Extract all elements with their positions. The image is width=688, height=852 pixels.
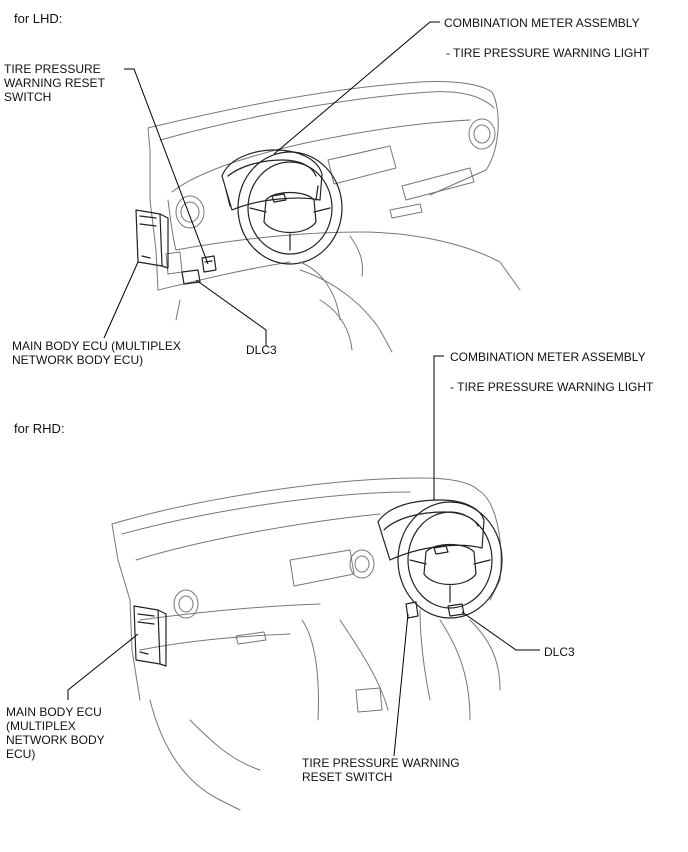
rhd-combination-meter-label: COMBINATION METER ASSEMBLY	[450, 350, 646, 364]
lhd-reset-switch-label-line1: TIRE PRESSURE	[4, 62, 101, 76]
lhd-main-body-ecu-label-line2: NETWORK BODY ECU)	[12, 353, 144, 367]
rhd-warning-light-label: - TIRE PRESSURE WARNING LIGHT	[450, 380, 654, 394]
lhd-main-body-ecu-label-line1: MAIN BODY ECU (MULTIPLEX	[12, 339, 181, 353]
rhd-heading: for RHD:	[14, 421, 65, 436]
rhd-main-body-ecu-label-line3: NETWORK BODY	[6, 733, 105, 747]
lhd-reset-switch-label-line2: WARNING RESET	[4, 76, 105, 90]
lhd-leader-lines	[103, 21, 440, 346]
lhd-heading: for LHD:	[14, 11, 63, 26]
rhd-reset-switch-label-line2: RESET SWITCH	[302, 770, 393, 784]
lhd-combination-meter-label: COMBINATION METER ASSEMBLY	[444, 16, 640, 30]
lhd-warning-light-label: - TIRE PRESSURE WARNING LIGHT	[446, 46, 650, 60]
rhd-dlc3-label: DLC3	[544, 645, 575, 659]
rhd-main-body-ecu-label-line2: (MULTIPLEX	[6, 719, 76, 733]
lhd-dashboard-drawing	[135, 81, 521, 353]
lhd-dlc3-label: DLC3	[246, 343, 277, 357]
rhd-reset-switch-label-line1: TIRE PRESSURE WARNING	[302, 756, 460, 770]
lhd-reset-switch-label-line3: SWITCH	[4, 90, 52, 104]
rhd-leader-lines	[67, 355, 540, 757]
rhd-main-body-ecu-label-line1: MAIN BODY ECU	[6, 705, 102, 719]
rhd-dashboard-drawing	[111, 477, 503, 811]
rhd-main-body-ecu-label-line4: ECU)	[6, 747, 36, 761]
